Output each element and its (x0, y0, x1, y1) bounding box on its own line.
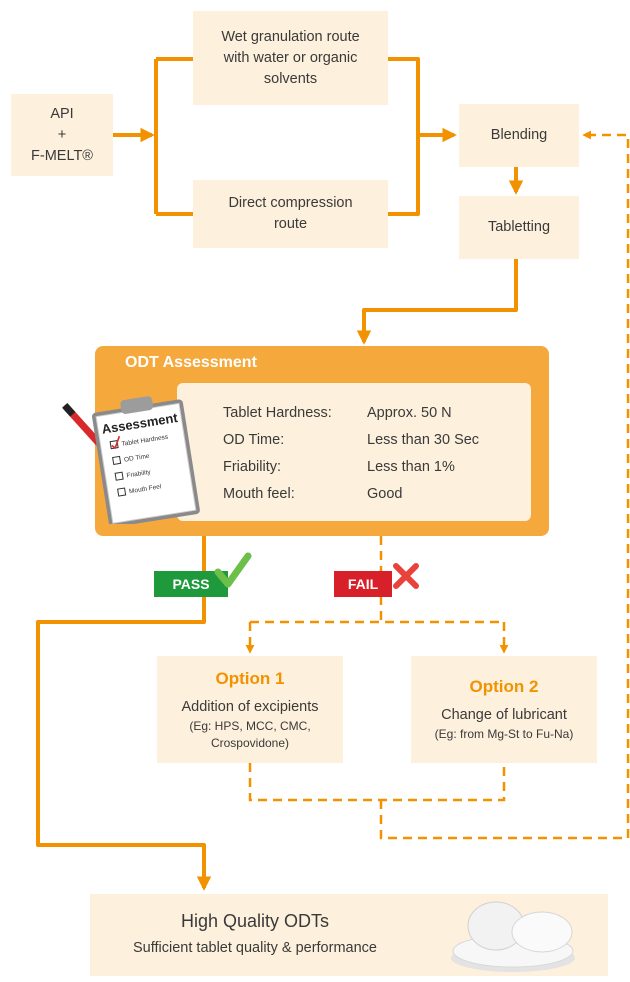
clipboard-illustration: Assessment Tablet Hardness OD Time Friab… (62, 396, 200, 524)
line-from-wet (388, 57, 420, 135)
fail-label: FAIL (347, 576, 379, 592)
result-title: High Quality ODTs (180, 911, 330, 931)
api-line-3: F-MELT® (31, 147, 93, 164)
api-box: API + F-MELT® (11, 94, 113, 176)
assessment-criteria-box (177, 383, 531, 521)
option-1-note-2: Crospovidone) (210, 735, 290, 750)
wet-line-3: solvents (263, 70, 318, 87)
criterion-value-mouth-feel: Good (367, 486, 403, 502)
blending-box: Blending (459, 104, 579, 167)
option-1-text: Addition of excipients (181, 698, 319, 715)
option-1-box: Option 1 Addition of excipients (Eg: HPS… (157, 656, 343, 763)
fail-badge: FAIL (334, 571, 392, 597)
result-text-group: High Quality ODTs Sufficient tablet qual… (90, 911, 420, 959)
criterion-label-mouth-feel: Mouth feel: (223, 486, 295, 502)
direct-line-1: Direct compression (228, 195, 353, 211)
api-line-2: + (57, 126, 67, 143)
direct-line-2: route (273, 216, 308, 232)
pass-badge: PASS (154, 571, 228, 597)
criterion-value-hardness: Approx. 50 N (367, 405, 452, 421)
clipboard-icon: Assessment Tablet Hardness OD Time Friab… (92, 396, 200, 524)
option-2-box: Option 2 Change of lubricant (Eg: from M… (411, 656, 597, 763)
api-line-1: API (50, 105, 74, 122)
wet-line-2: with water or organic (223, 49, 358, 66)
option-2-note-1: (Eg: from Mg-St to Fu-Na) (434, 727, 574, 741)
option-1-title: Option 1 (215, 668, 285, 688)
option-1-note-1: (Eg: HPS, MCC, CMC, (189, 718, 311, 733)
loop-back-to-blending (379, 130, 630, 840)
tabletting-box: Tabletting (459, 196, 579, 259)
wet-line-1: Wet granulation route (221, 28, 360, 45)
option-2-text: Change of lubricant (441, 707, 567, 723)
option-2-title: Option 2 (469, 677, 539, 696)
option1-return (248, 763, 506, 802)
arrow-to-assessment (356, 259, 518, 345)
criterion-label-friability: Friability: (223, 459, 282, 475)
pass-path (36, 536, 212, 891)
criterion-value-friability: Less than 1% (367, 459, 455, 475)
blending-label: Blending (490, 127, 548, 143)
wet-granulation-box: Wet granulation route with water or orga… (193, 11, 388, 105)
assessment-title: ODT Assessment (125, 354, 257, 371)
criterion-label-od-time: OD Time: (223, 432, 285, 448)
cross-icon (393, 563, 419, 589)
line-from-direct (388, 135, 420, 216)
clipboard-item-2: OD Time (124, 453, 151, 464)
tabletting-label: Tabletting (487, 219, 551, 235)
criterion-value-od-time: Less than 30 Sec (367, 432, 480, 448)
pass-label: PASS (172, 576, 210, 592)
clipboard-item-3: Friability (126, 469, 152, 480)
check-icon (214, 552, 252, 588)
result-subtitle: Sufficient tablet quality & performance (133, 940, 377, 956)
tablets-illustration (451, 901, 575, 972)
direct-compression-box: Direct compression route (193, 180, 388, 248)
criterion-label-hardness: Tablet Hardness: (223, 405, 332, 421)
